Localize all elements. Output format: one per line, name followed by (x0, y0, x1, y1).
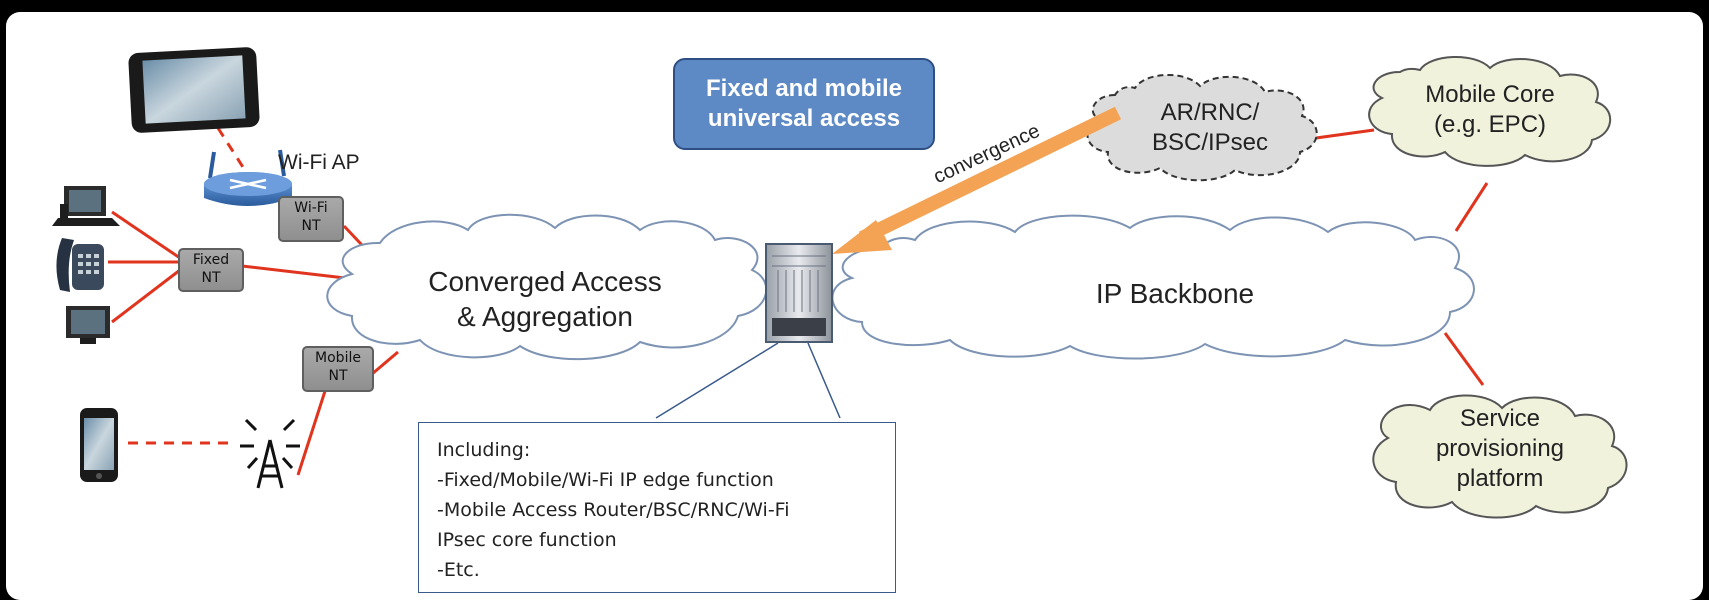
converged-access-label: Converged Access & Aggregation (428, 266, 662, 332)
ip-backbone-label: IP Backbone (1095, 278, 1255, 309)
wireless-links (128, 127, 250, 445)
converged-access-cloud (326, 213, 768, 361)
title-box: Fixed and mobile universal access (673, 58, 935, 150)
link-core-backbone (1454, 182, 1489, 232)
link-mobile-nt-access (371, 350, 399, 376)
service-platform-cloud (1372, 394, 1628, 519)
callout-line-3: -Mobile Access Router/BSC/RNC/Wi-Fi (437, 499, 790, 521)
callout-line-1: Including: (437, 439, 531, 461)
desk-phone-icon (56, 238, 104, 292)
link-backbone-service (1443, 332, 1485, 386)
callout-line-5: -Etc. (437, 559, 480, 581)
desktop-computer-icon (52, 186, 120, 226)
network-links (108, 128, 1489, 476)
convergence-arrow (832, 106, 1122, 254)
fixed-nt-box: Fixed NT (178, 248, 244, 292)
link-ar-core (1315, 128, 1375, 140)
callout-line-4: IPsec core function (437, 529, 617, 551)
mobile-core-label: Mobile Core (e.g. EPC) (1425, 81, 1555, 138)
title-line-2: universal access (707, 105, 901, 132)
ip-backbone-cloud (831, 214, 1475, 360)
link-tablet-wifi (216, 127, 250, 176)
monitor-icon (66, 306, 110, 344)
callout-line-2: -Fixed/Mobile/Wi-Fi IP edge function (437, 469, 774, 491)
ar-rnc-label: AR/RNC/ BSC/IPsec (1151, 99, 1269, 156)
wifi-router-icon (204, 149, 292, 206)
mobile-nt-box: Mobile NT (302, 346, 374, 392)
link-fixed-access (241, 264, 346, 280)
callout-box: Including: -Fixed/Mobile/Wi-Fi IP edge f… (418, 422, 896, 593)
wifi-nt-box: Wi-Fi NT (278, 196, 344, 242)
link-monitor-fixed (111, 268, 181, 324)
smartphone-icon (80, 408, 118, 482)
ar-rnc-cloud (1086, 73, 1318, 182)
wifi-ap-label: Wi-Fi AP (278, 151, 360, 174)
link-tower-mobile-nt (296, 387, 328, 476)
network-equipment-icon (765, 243, 833, 343)
service-platform-label: Service provisioning platform (1435, 405, 1565, 492)
link-pc-fixed (111, 210, 181, 260)
mobile-core-cloud (1368, 56, 1612, 167)
cell-tower-icon (240, 418, 300, 489)
title-line-1: Fixed and mobile (705, 75, 903, 102)
callout-pointer (655, 342, 841, 419)
tablet-icon (128, 47, 260, 133)
